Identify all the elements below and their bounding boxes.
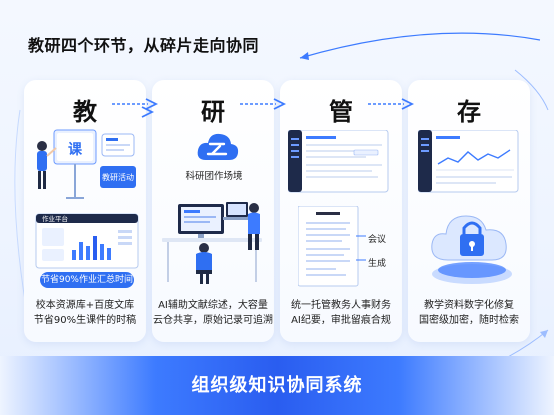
document-icon [298, 206, 359, 287]
system-banner-title: 组织级知识协同系统 [191, 375, 363, 396]
connector-icon [356, 235, 366, 261]
secure-cloud-lock-icon [431, 215, 512, 284]
generate-tag: 生成 [368, 259, 387, 269]
platform-title: 作业平台 [42, 214, 68, 223]
meeting-tag: 会议 [368, 235, 387, 245]
stage-caption-teach: 校本资源库+百度文库 节省90%生课件的时稿 [24, 298, 146, 328]
board-char: 课 [68, 142, 83, 158]
flow-arrow-icon [240, 98, 287, 110]
flow-arrow-icon [141, 106, 155, 118]
caption-line: AI纪要，审批留痕合规 [291, 315, 391, 326]
page-headline: 教研四个环节，从碎片走向协同 [28, 36, 260, 55]
caption-line: 云仓共享，原始记录可追溯 [153, 315, 273, 326]
caption-line: 校本资源库+百度文库 [35, 300, 135, 311]
stage-title-teach: 教 [73, 97, 97, 126]
stage-title-manage: 管 [329, 97, 353, 126]
caption-line: 节省90%生课件的时稿 [33, 315, 137, 326]
caption-line: 统一托管教务人事财务 [291, 300, 391, 311]
system-banner [0, 356, 554, 415]
cloud-label: 科研团作场境 [185, 171, 243, 182]
caption-line: 国密级加密，随时检索 [419, 315, 519, 326]
flow-arrow-icon [112, 98, 159, 110]
stage-title-research: 研 [201, 97, 225, 126]
stage-card-teach [24, 80, 146, 342]
caption-line: 教学资料数字化修复 [424, 300, 514, 311]
teaching-illustration: 课 教研活动 作业平台 [35, 129, 139, 269]
flow-arrow-icon [368, 98, 415, 110]
cloud-icon [197, 133, 239, 160]
stage-caption-manage: 统一托管教务人事财务 AI纪要，审批留痕合规 [280, 298, 402, 328]
caption-line: AI辅助文献综述，大容量 [158, 300, 268, 311]
research-desk-illustration [162, 202, 262, 284]
storage-dashboard-illustration [418, 130, 519, 193]
stage-caption-research: AI辅助文献综述，大容量 云仓共享，原始记录可追溯 [152, 298, 274, 328]
activity-card-label: 教研活动 [102, 172, 134, 182]
time-saving-badge: 节省90%作业汇总时间 [40, 272, 134, 288]
stage-title-store: 存 [457, 97, 481, 126]
admin-dashboard-illustration [288, 130, 389, 193]
stage-caption-store: 教学资料数字化修复 国密级加密，随时检索 [408, 298, 530, 328]
stage-card-store [408, 80, 530, 342]
